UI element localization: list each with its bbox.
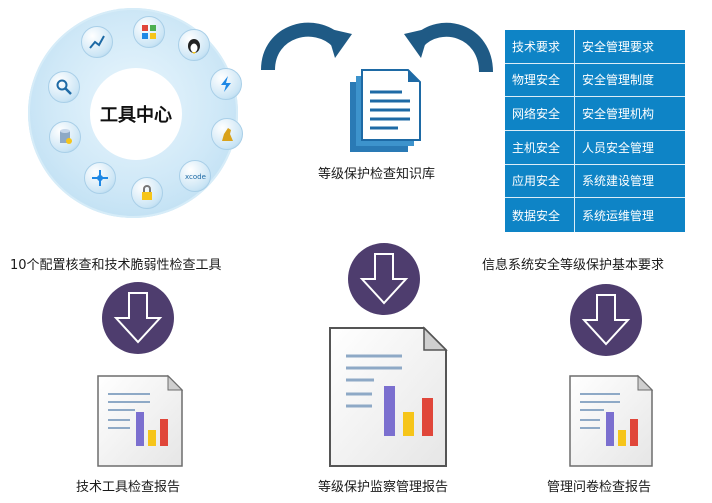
tool-center-hub: 工具中心 <box>90 68 182 160</box>
magnifier-icon <box>48 71 80 103</box>
svg-text:xcode: xcode <box>185 173 206 181</box>
chart-icon <box>81 26 113 58</box>
tools-caption: 10个配置核查和技术脆弱性检查工具 <box>10 258 222 273</box>
knowledge-base-documents-icon <box>350 69 421 152</box>
down-arrow-left-icon <box>102 282 174 354</box>
report-document-center-icon <box>329 326 448 467</box>
req-right-2: 安全管理机构 <box>575 97 685 131</box>
down-arrow-center-icon <box>348 243 420 315</box>
supervision-report-label: 等级保护监察管理报告 <box>318 480 449 495</box>
database-icon <box>49 121 81 153</box>
down-arrow-right-icon <box>570 284 642 356</box>
req-left-5: 数据安全 <box>505 198 575 232</box>
req-right-1: 安全管理制度 <box>575 64 685 98</box>
technical-report-label: 技术工具检查报告 <box>76 480 181 495</box>
tool-center-title: 工具中心 <box>100 105 172 126</box>
req-left-4: 应用安全 <box>505 164 575 199</box>
requirements-grid: 技术要求 安全管理要求 物理安全 安全管理制度 网络安全 安全管理机构 主机安全… <box>505 30 685 232</box>
xcode-icon: xcode <box>179 160 211 192</box>
network-icon <box>84 162 116 194</box>
req-right-5: 系统运维管理 <box>582 208 655 223</box>
req-left-3: 主机安全 <box>505 131 575 165</box>
horse-icon <box>211 118 243 150</box>
lock-icon <box>131 177 163 209</box>
req-right-3: 人员安全管理 <box>575 131 685 165</box>
curved-arrow-right-icon <box>404 22 493 73</box>
req-right-0: 安全管理要求 <box>575 30 685 64</box>
knowledge-base-label: 等级保护检查知识库 <box>318 167 436 182</box>
req-right-4: 系统建设管理 <box>575 165 685 199</box>
linux-icon <box>178 29 210 61</box>
questionnaire-report-label: 管理问卷检查报告 <box>547 480 652 495</box>
req-left-1: 物理安全 <box>505 63 575 98</box>
basic-requirements-caption: 信息系统安全等级保护基本要求 <box>482 258 665 273</box>
report-document-left-icon <box>97 374 184 467</box>
power-icon <box>210 68 242 100</box>
windows-icon <box>133 16 165 48</box>
curved-arrow-left-icon <box>261 22 352 71</box>
report-document-right-icon <box>569 374 654 467</box>
req-left-2: 网络安全 <box>505 97 575 131</box>
req-left-0: 技术要求 <box>505 30 575 64</box>
